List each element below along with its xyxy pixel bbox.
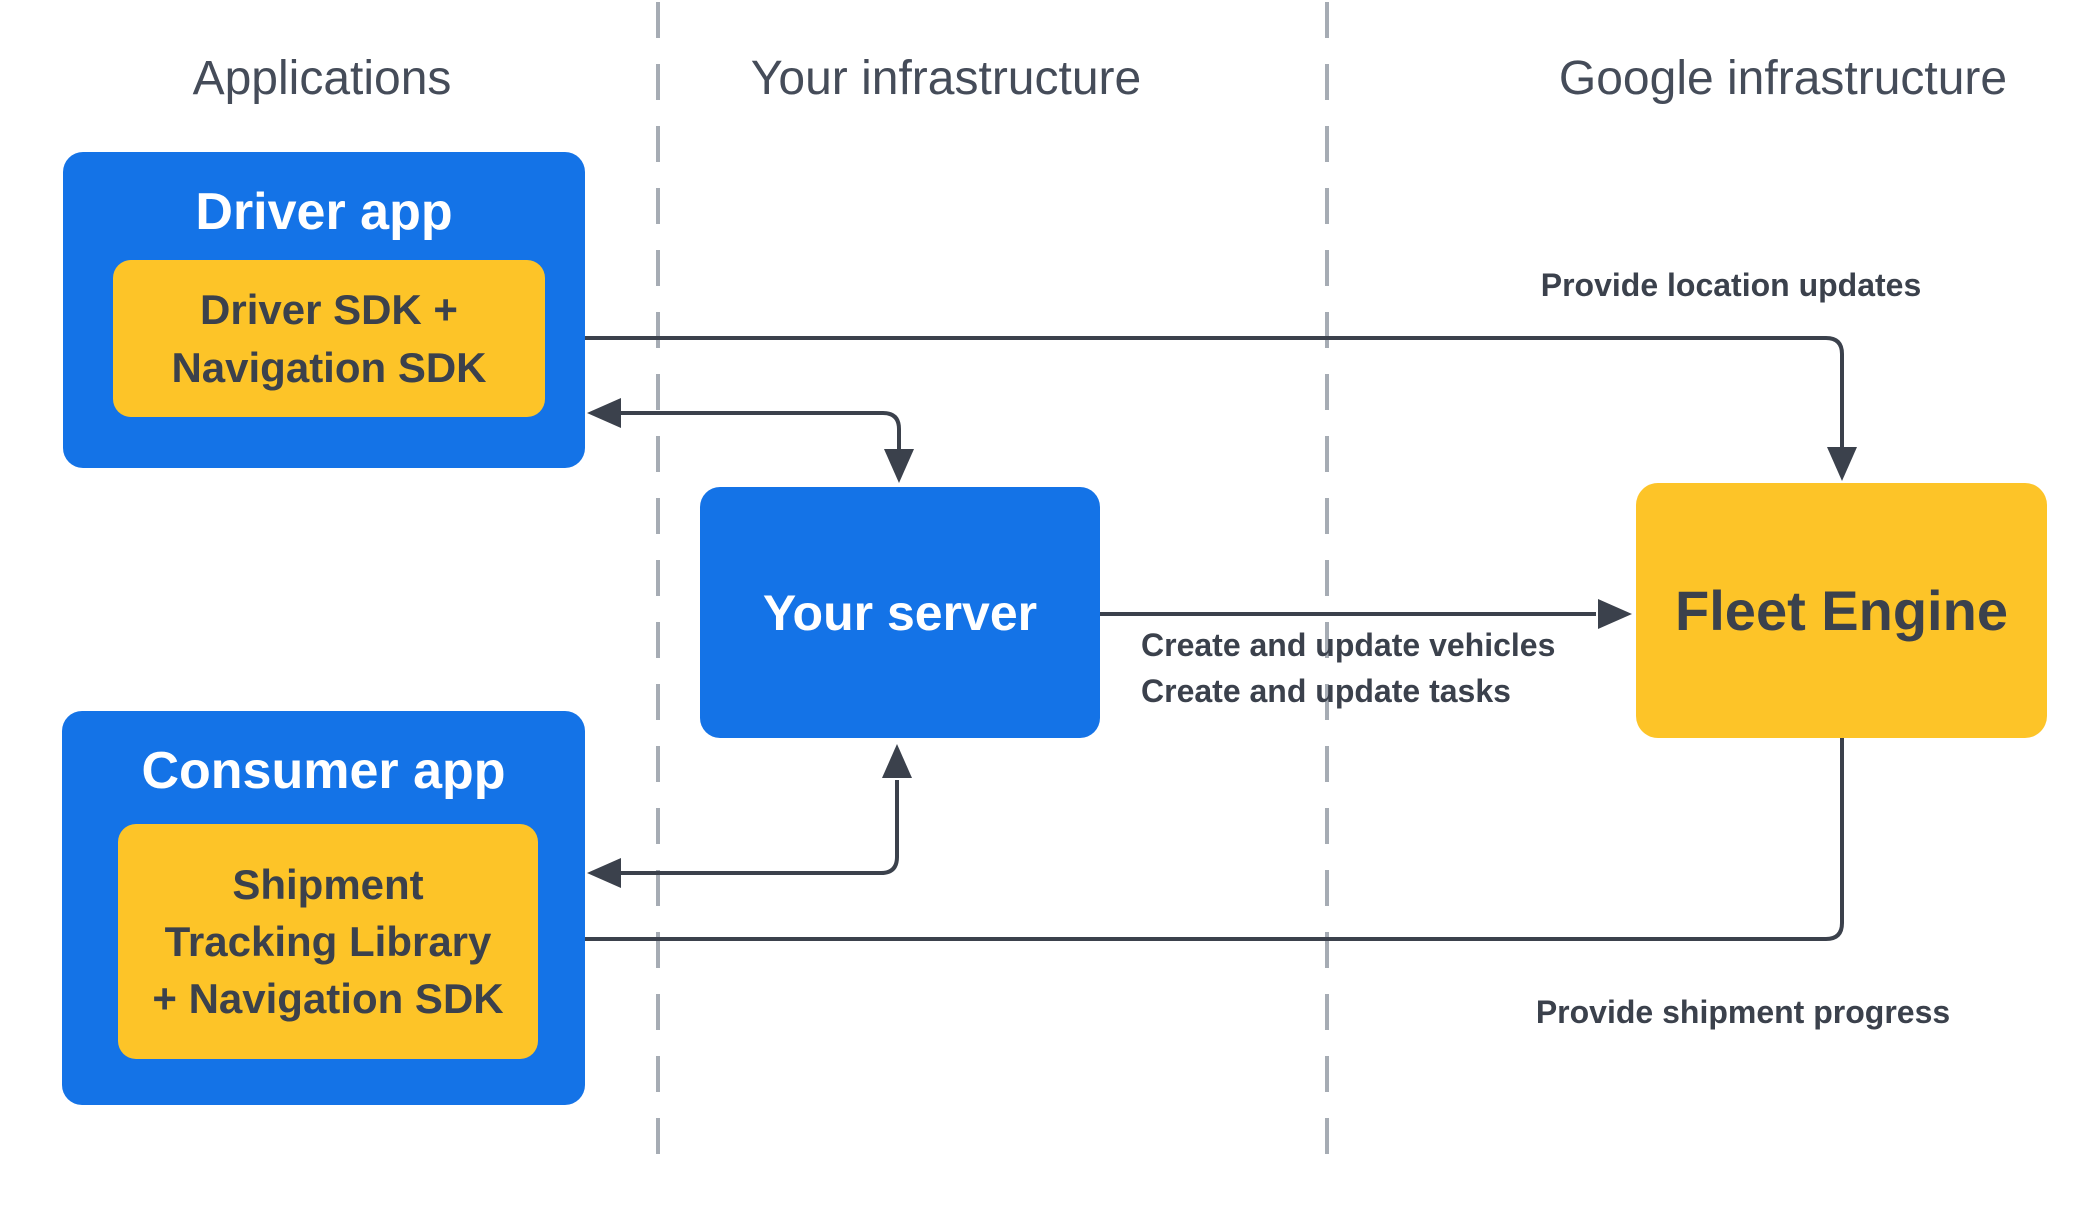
label-create-and-update-vehicles: Create and update vehicles xyxy=(1141,627,1556,663)
column-header-your-infrastructure: Your infrastructure xyxy=(750,52,1142,105)
driver-sdk-line-2: Navigation SDK xyxy=(171,343,487,391)
column-header-applications: Applications xyxy=(192,52,452,105)
your-server-title: Your server xyxy=(762,584,1038,641)
edge-driver-app-your-server xyxy=(621,411,901,449)
consumer-app-box: Consumer app Shipment Tracking Library +… xyxy=(62,711,585,1105)
shipment-tracking-library-box: Shipment Tracking Library + Navigation S… xyxy=(118,824,538,1059)
fleet-engine-box: Fleet Engine xyxy=(1636,483,2047,738)
arrowhead-into-driver-app xyxy=(587,398,621,428)
shipment-library-line-3: + Navigation SDK xyxy=(152,975,504,1022)
arrowhead-into-fleet-engine-top xyxy=(1827,447,1857,481)
arrowhead-into-your-server-top xyxy=(884,449,914,483)
arrowhead-into-fleet-engine-left xyxy=(1598,599,1632,629)
label-provide-shipment-progress: Provide shipment progress xyxy=(1535,994,1951,1030)
edge-shipment-progress xyxy=(576,738,1844,941)
your-server-box: Your server xyxy=(700,487,1100,738)
shipment-library-line-1: Shipment xyxy=(232,861,424,908)
column-header-google-infrastructure: Google infrastructure xyxy=(1558,52,2008,105)
arrowhead-into-your-server-bottom xyxy=(882,744,912,778)
label-create-and-update: Create and update vehicles Create and up… xyxy=(1141,622,1555,714)
driver-app-title: Driver app xyxy=(195,183,453,241)
fleet-engine-title: Fleet Engine xyxy=(1675,579,2008,642)
label-create-and-update-tasks: Create and update tasks xyxy=(1141,673,1511,709)
edge-consumer-app-your-server xyxy=(621,780,899,875)
driver-sdk-line-1: Driver SDK + xyxy=(200,285,458,333)
driver-app-box: Driver app Driver SDK + Navigation SDK xyxy=(63,152,585,468)
shipment-library-line-2: Tracking Library xyxy=(164,918,492,965)
edge-location-updates xyxy=(581,336,1844,447)
arrowhead-into-consumer-app xyxy=(587,858,621,888)
label-provide-location-updates: Provide location updates xyxy=(1540,267,1922,303)
consumer-app-title: Consumer app xyxy=(141,742,506,800)
driver-sdk-box: Driver SDK + Navigation SDK xyxy=(113,260,545,417)
